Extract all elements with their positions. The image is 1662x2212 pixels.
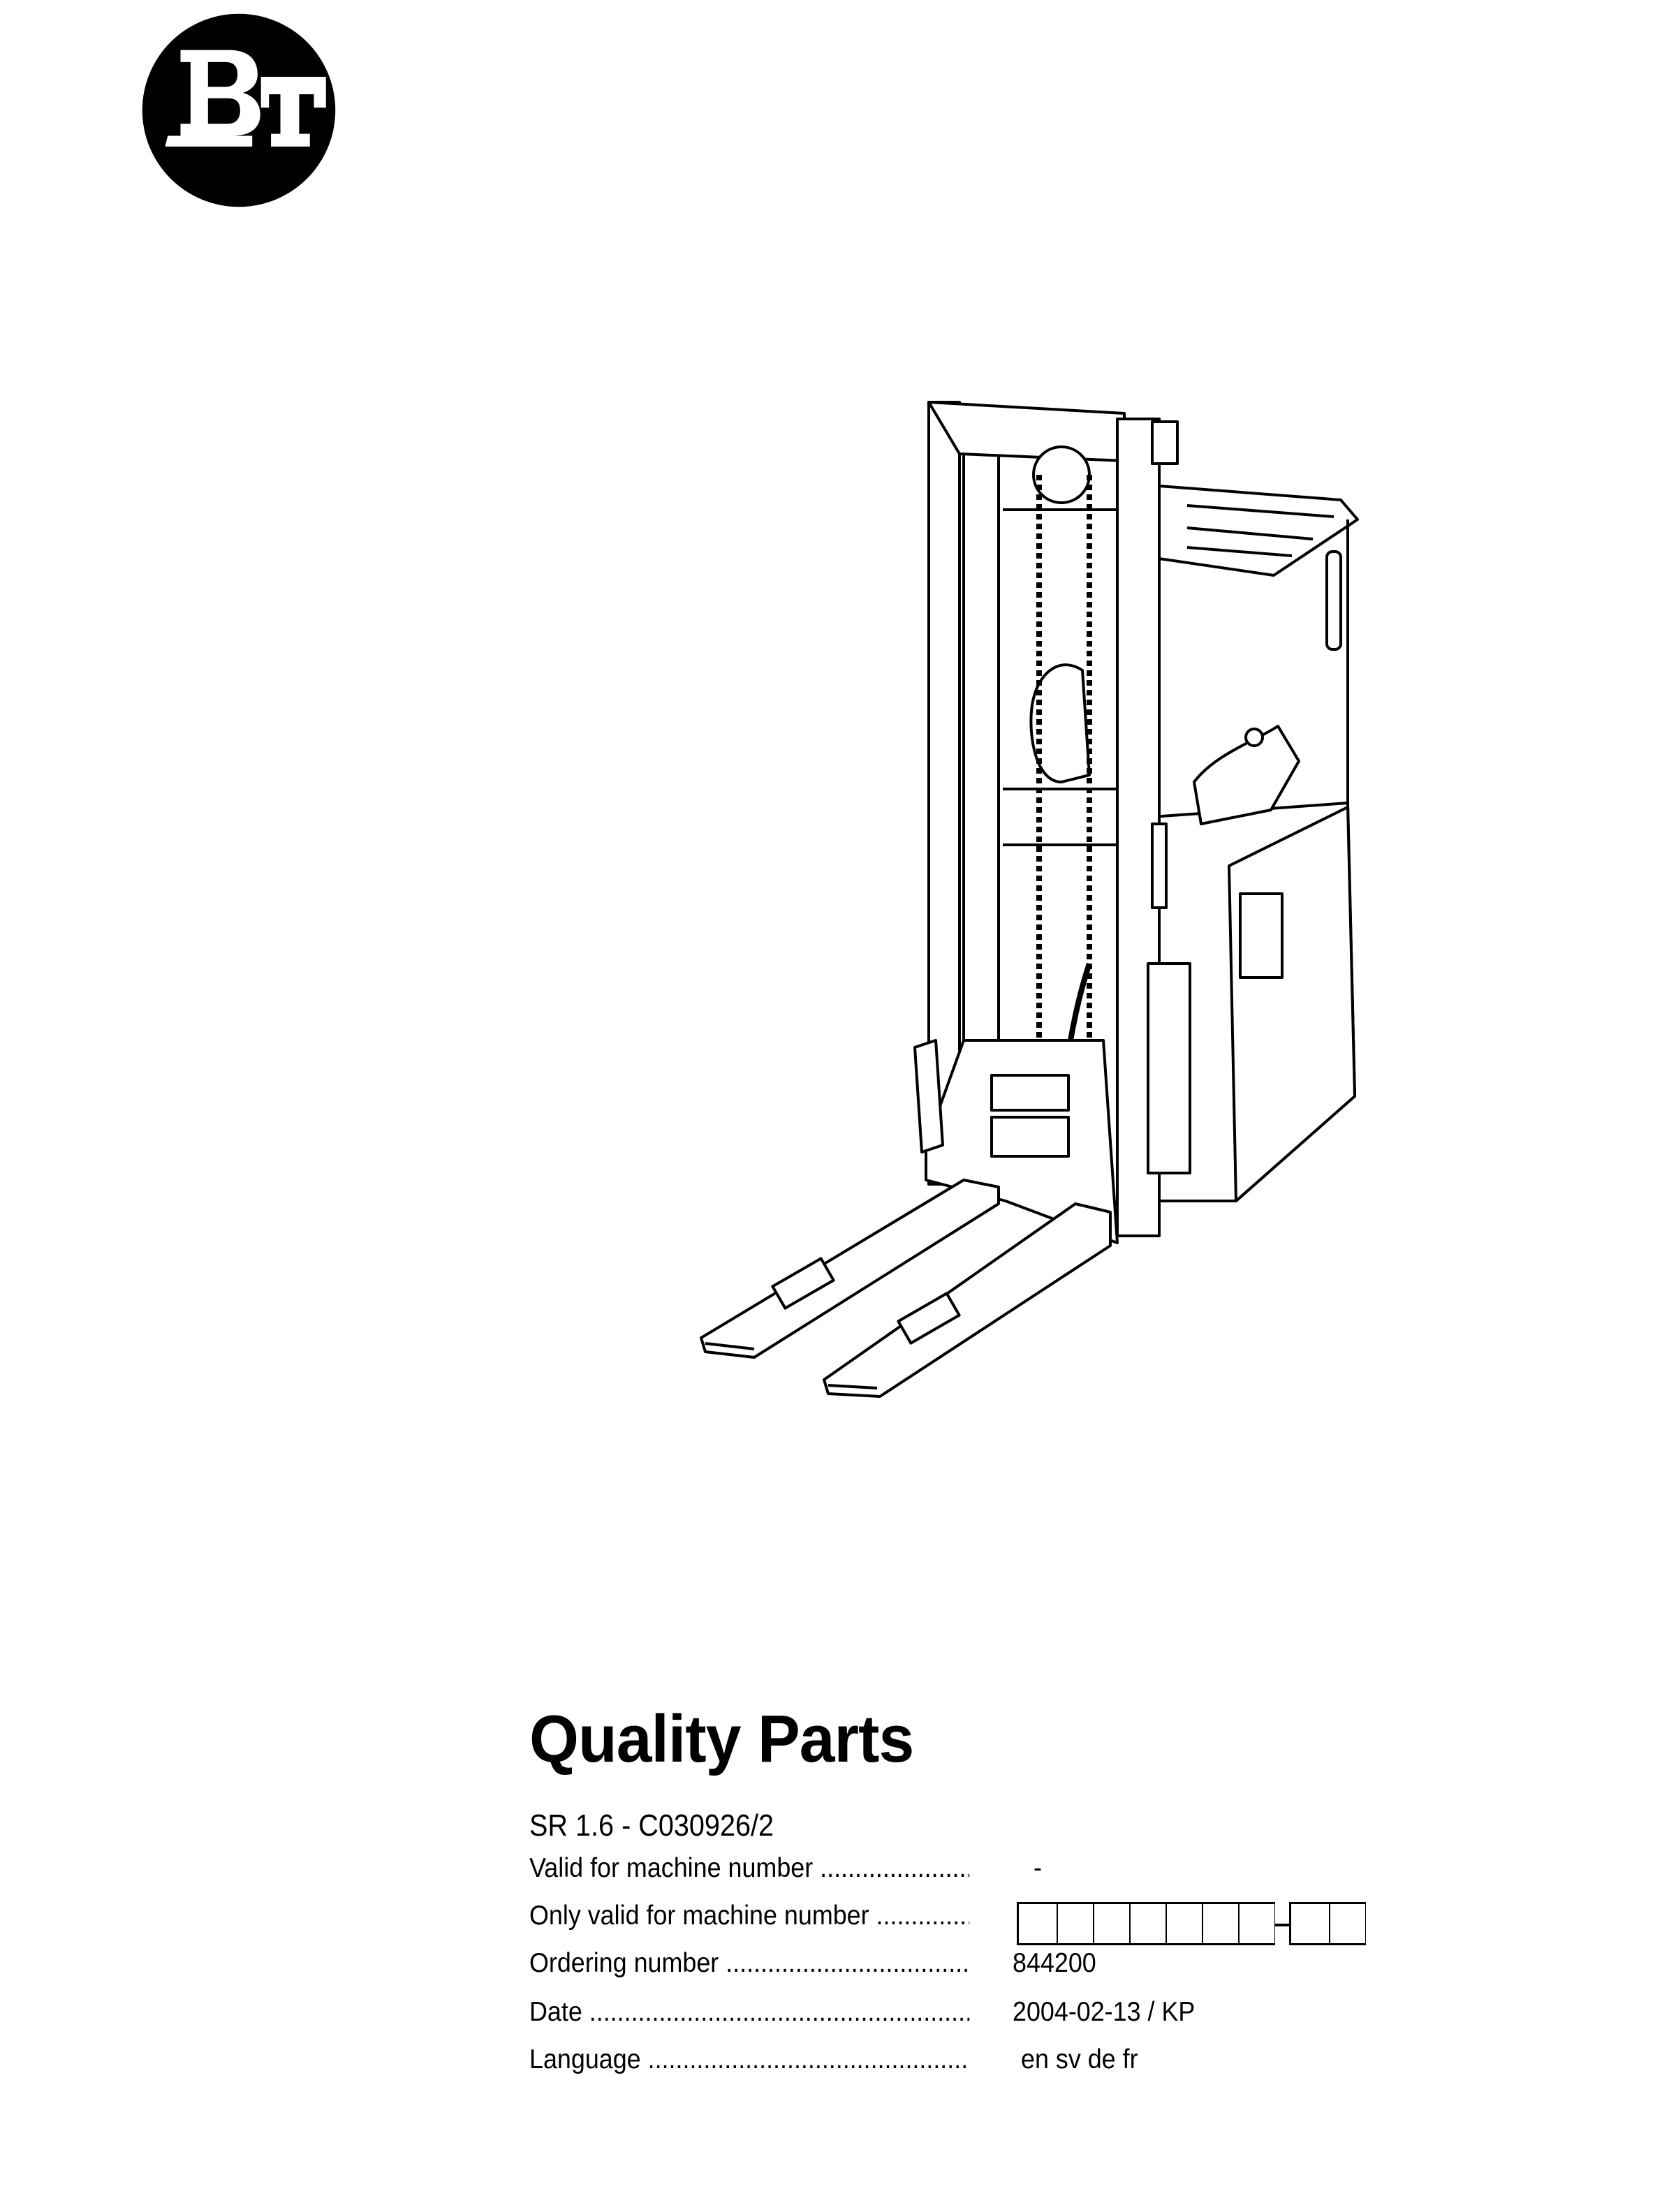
field-only-valid-for-machine-number: Only valid for machine number	[529, 1901, 1437, 1936]
bt-logo	[142, 13, 336, 207]
field-label: Date	[529, 1997, 969, 2028]
digit-box[interactable]	[1289, 1902, 1330, 1945]
field-value: -	[1034, 1853, 1042, 1883]
field-value: 2004-02-13 / KP	[1013, 1997, 1196, 2027]
field-label: Ordering number	[529, 1948, 969, 1979]
field-label: Valid for machine number	[529, 1853, 969, 1884]
digit-box[interactable]	[1166, 1902, 1203, 1945]
digit-box[interactable]	[1057, 1902, 1094, 1945]
digit-box[interactable]	[1330, 1902, 1366, 1945]
field-label: Language	[529, 2044, 969, 2075]
digit-box[interactable]	[1017, 1902, 1057, 1945]
digit-box[interactable]	[1239, 1902, 1275, 1945]
field-date: Date 2004-02-13 / KP	[529, 1997, 1437, 2032]
document-title: Quality Parts	[529, 1702, 914, 1776]
field-value: en sv de fr	[1021, 2044, 1138, 2074]
digit-box[interactable]	[1130, 1902, 1166, 1945]
field-language: Language en sv de fr	[529, 2044, 1437, 2079]
model-code: SR 1.6 - C030926/2	[529, 1808, 774, 1843]
dash-separator	[1275, 1902, 1289, 1945]
field-valid-for-machine-number: Valid for machine number -	[529, 1853, 1437, 1888]
field-value: 844200	[1013, 1948, 1096, 1978]
digit-box[interactable]	[1094, 1902, 1130, 1945]
digit-box[interactable]	[1203, 1902, 1239, 1945]
machine-number-boxes[interactable]	[1017, 1902, 1366, 1945]
field-label: Only valid for machine number	[529, 1901, 969, 1931]
field-ordering-number: Ordering number 844200	[529, 1948, 1437, 1983]
